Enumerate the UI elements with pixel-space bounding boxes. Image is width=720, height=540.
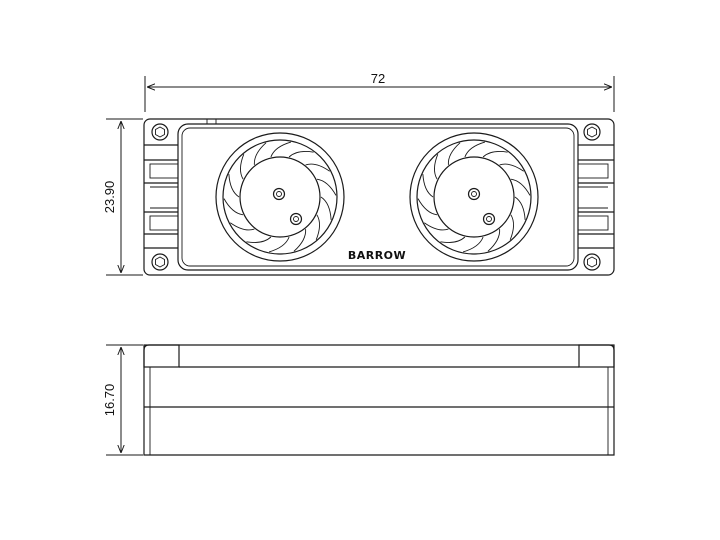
fan-blade xyxy=(223,198,244,216)
height-dimension-label: 23.90 xyxy=(102,181,117,214)
fan-blade xyxy=(462,236,484,253)
fan-blade xyxy=(230,222,255,231)
fan-blade xyxy=(440,236,466,243)
screw-bottom-right xyxy=(583,253,601,271)
fan-right xyxy=(409,132,539,262)
screw-top-left xyxy=(151,123,169,141)
left-mounting-bracket xyxy=(144,144,179,249)
fan-blade xyxy=(320,196,332,220)
fan-blade xyxy=(268,236,290,253)
fan-blade xyxy=(288,151,314,158)
fan-blade xyxy=(514,196,526,220)
fan-blade xyxy=(510,178,531,196)
fan-blade xyxy=(447,142,461,165)
fan-blade xyxy=(270,141,292,158)
right-mounting-bracket xyxy=(577,144,614,249)
width-dimension: 72 xyxy=(144,71,615,112)
fan-blade xyxy=(464,141,486,158)
thickness-dimension: 16.70 xyxy=(102,344,143,456)
top-view: BARROW xyxy=(143,118,615,276)
fan-blade xyxy=(246,236,272,243)
screw-bottom-left xyxy=(151,253,169,271)
fan-blade xyxy=(293,229,307,252)
fan-blade xyxy=(305,163,330,172)
brand-logo: BARROW xyxy=(348,249,406,262)
fan-blade xyxy=(315,214,320,240)
fan-blade xyxy=(316,178,337,196)
fan-blade xyxy=(417,198,438,216)
fan-blade xyxy=(434,154,439,180)
thickness-dimension-label: 16.70 xyxy=(102,384,117,417)
height-dimension: 23.90 xyxy=(102,118,143,276)
screw-top-right xyxy=(583,123,601,141)
fan-blade xyxy=(487,229,501,252)
fan-blade xyxy=(240,154,245,180)
fan-blade xyxy=(253,142,267,165)
fan-blade xyxy=(509,214,514,240)
fan-blade xyxy=(422,174,434,198)
width-dimension-label: 72 xyxy=(371,71,385,86)
fan-blade xyxy=(424,222,449,231)
fan-blade xyxy=(482,151,508,158)
fan-blade xyxy=(228,174,240,198)
fan-blade xyxy=(499,163,524,172)
fan-left xyxy=(215,132,345,262)
side-view xyxy=(143,344,615,456)
